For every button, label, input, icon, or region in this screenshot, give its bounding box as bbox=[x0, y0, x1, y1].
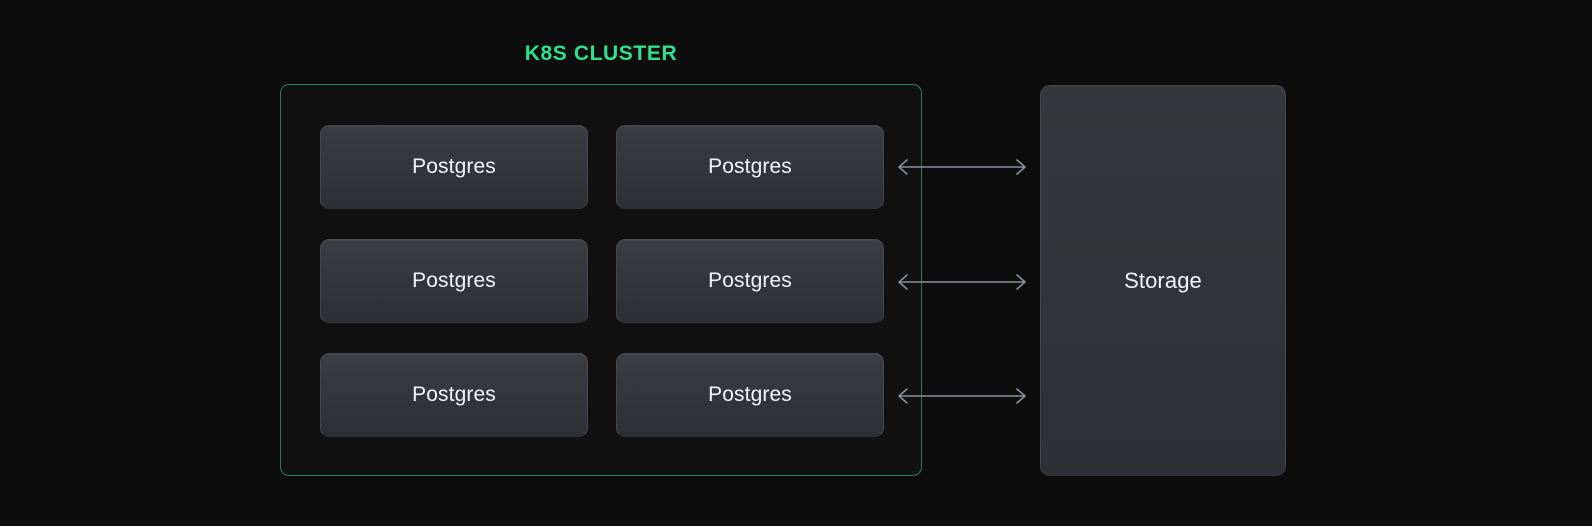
postgres-node-label: Postgres bbox=[412, 383, 496, 406]
bidirectional-arrow-icon bbox=[890, 155, 1034, 179]
postgres-node-label: Postgres bbox=[708, 269, 792, 292]
postgres-node-grid: Postgres Postgres Postgres Postgres Post… bbox=[320, 125, 884, 438]
storage-node[interactable]: Storage bbox=[1040, 85, 1286, 476]
postgres-node[interactable]: Postgres bbox=[616, 125, 884, 209]
postgres-node[interactable]: Postgres bbox=[320, 353, 588, 437]
postgres-node[interactable]: Postgres bbox=[320, 125, 588, 209]
postgres-node-label: Postgres bbox=[412, 269, 496, 292]
postgres-node[interactable]: Postgres bbox=[320, 239, 588, 323]
cluster-title: K8S CLUSTER bbox=[524, 42, 678, 65]
postgres-node-label: Postgres bbox=[708, 383, 792, 406]
bidirectional-arrow-icon bbox=[890, 270, 1034, 294]
postgres-node-label: Postgres bbox=[708, 155, 792, 178]
postgres-node-label: Postgres bbox=[412, 155, 496, 178]
postgres-node[interactable]: Postgres bbox=[616, 239, 884, 323]
bidirectional-arrow-icon bbox=[890, 384, 1034, 408]
postgres-node[interactable]: Postgres bbox=[616, 353, 884, 437]
storage-node-label: Storage bbox=[1124, 267, 1202, 293]
